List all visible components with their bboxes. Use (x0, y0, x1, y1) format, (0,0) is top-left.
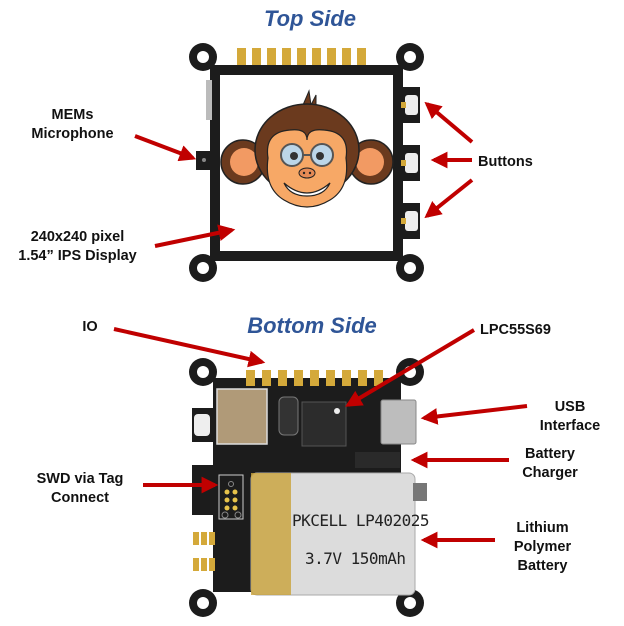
swd-tag-connect (218, 474, 244, 520)
top-side-title: Top Side (263, 6, 357, 31)
io-pads-top (237, 48, 366, 66)
label-lpc55s69: LPC55S69 (480, 322, 551, 338)
arrow-button-3 (424, 178, 474, 219)
battery-text-rating: 3.7V 150mAh (305, 549, 406, 568)
usb-connector (380, 399, 417, 445)
button-3 (398, 203, 420, 239)
lpc55s69-chip (301, 401, 347, 447)
button-1 (398, 87, 420, 123)
mounting-hole-top-left (189, 43, 217, 71)
mounting-hole-bottom-right (396, 254, 424, 282)
label-io: IO (82, 319, 98, 335)
mounting-hole-b-bottom-right (396, 589, 424, 617)
label-buttons: Buttons (478, 154, 533, 170)
label-mems-microphone: MEMs Microphone (31, 107, 114, 142)
monkey-face-image (220, 89, 394, 208)
mounting-hole-b-bottom-left (189, 589, 217, 617)
io-pads-bottom (246, 370, 383, 386)
label-usb-interface: USB Interface (539, 399, 601, 434)
crystal (278, 396, 299, 436)
arrow-microphone (134, 134, 197, 162)
mounting-hole-bottom-left (189, 254, 217, 282)
sd-socket (216, 388, 268, 445)
bottom-board (189, 358, 427, 617)
bottom-side-title: Bottom Side (247, 313, 377, 338)
label-swd: SWD via Tag Connect (36, 471, 124, 506)
mounting-hole-b-top-left (189, 358, 217, 386)
battery-charger-ic (355, 452, 400, 468)
arrow-display (154, 224, 236, 248)
arrow-lpc (345, 328, 476, 407)
mounting-hole-top-right (396, 43, 424, 71)
callout-arrows (113, 101, 528, 549)
arrow-io (113, 327, 266, 368)
label-display: 240x240 pixel 1.54” IPS Display (18, 229, 137, 264)
top-board (189, 43, 424, 282)
arrow-button-1 (424, 101, 474, 144)
button-2 (398, 145, 420, 181)
battery-text-model: PKCELL LP402025 (292, 511, 430, 530)
label-lipo-battery: Lithium Polymer Battery (513, 520, 572, 574)
arrow-usb (420, 404, 528, 425)
label-battery-charger: Battery Charger (522, 446, 578, 481)
